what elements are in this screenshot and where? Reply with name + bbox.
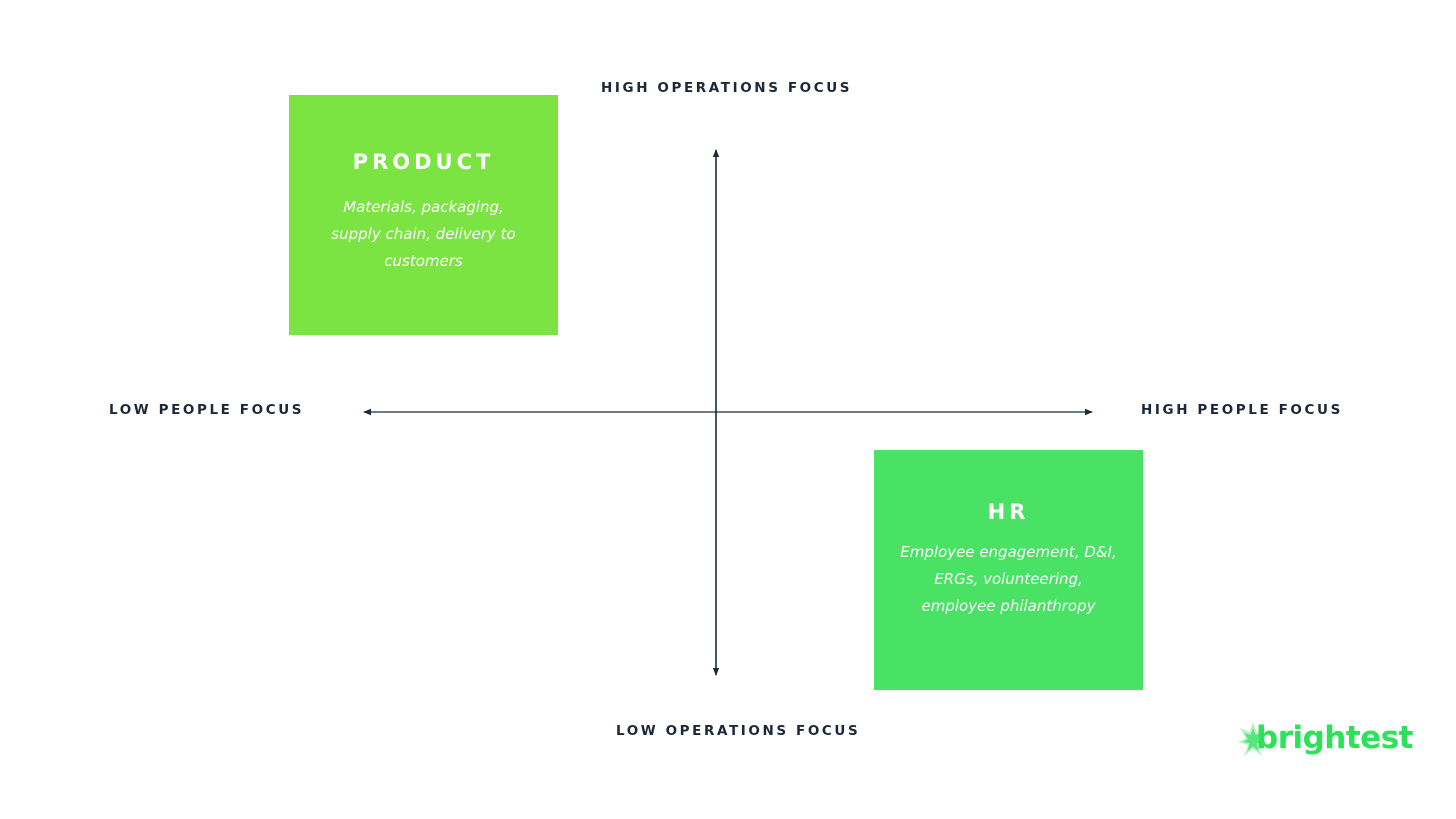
low-people-focus-label: LOW PEOPLE FOCUS: [109, 402, 305, 418]
logo-wordmark: brightest: [1256, 720, 1413, 756]
brightest-logo: brightest: [1238, 718, 1413, 762]
star-burst-icon: [1238, 720, 1268, 760]
high-people-focus-label: HIGH PEOPLE FOCUS: [1141, 402, 1343, 418]
product-box: PRODUCT Materials, packaging, supply cha…: [289, 95, 558, 335]
high-operations-focus-label: HIGH OPERATIONS FOCUS: [601, 80, 853, 96]
low-operations-focus-label: LOW OPERATIONS FOCUS: [616, 723, 861, 739]
hr-description: Employee engagement, D&I, ERGs, voluntee…: [900, 543, 1117, 615]
product-title: PRODUCT: [352, 150, 495, 174]
hr-box: HR Employee engagement, D&I, ERGs, volun…: [874, 450, 1143, 690]
product-description: Materials, packaging, supply chain, deli…: [331, 198, 516, 270]
hr-title: HR: [987, 500, 1030, 524]
